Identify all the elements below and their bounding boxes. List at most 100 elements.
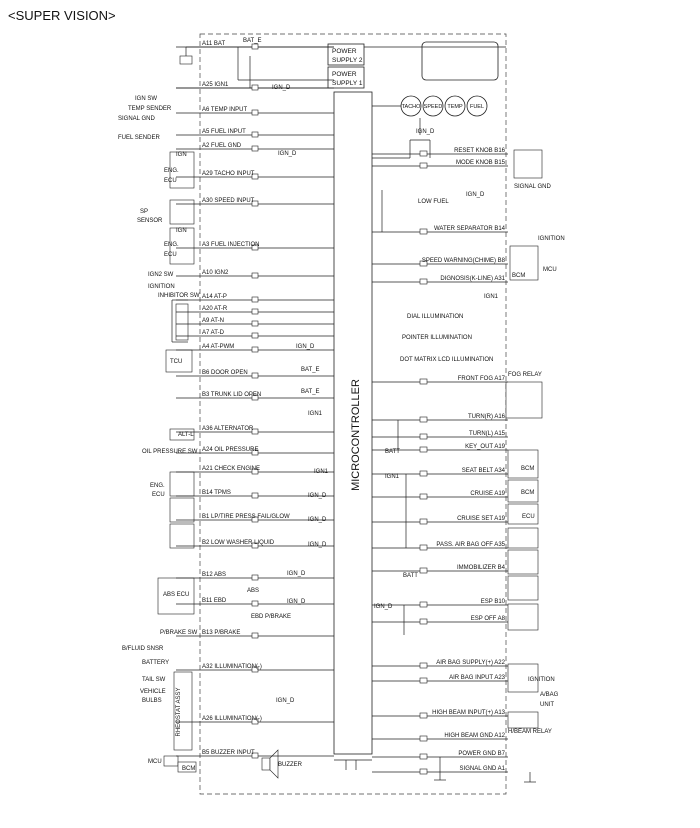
external-label: BATTERY xyxy=(142,660,169,666)
external-label: SIGNAL GND xyxy=(118,116,155,122)
external-label: TAIL SW xyxy=(142,677,166,683)
right-pin-label: MODE KNOB B15 xyxy=(456,160,506,166)
right-pin-component xyxy=(419,446,428,453)
inner-label: IGN_D xyxy=(374,604,393,610)
left-pin-label: A7 AT-D xyxy=(202,330,225,336)
power-supply-2-box xyxy=(327,43,365,66)
left-pin-label: A21 CHECK ENGINE xyxy=(202,466,260,472)
external-label: BATT xyxy=(385,449,400,455)
external-label: BATT xyxy=(403,573,418,579)
left-pin-component xyxy=(251,632,259,639)
inner-label: IGN_D xyxy=(278,151,297,157)
inner-label: IGN1 xyxy=(484,294,499,300)
right-pin-component xyxy=(419,518,428,525)
right-pin-component xyxy=(419,162,428,169)
gauge-speed: SPEED xyxy=(422,95,444,117)
right-pin-label: HIGH BEAM GND A12 xyxy=(444,733,505,739)
left-pin-component xyxy=(251,372,259,379)
left-pin-component xyxy=(251,600,259,607)
power-supply-1-line1: POWER xyxy=(332,71,357,78)
right-pin-component xyxy=(419,544,428,551)
left-box-label: IGN xyxy=(176,228,187,234)
inner-label: IGN1 xyxy=(308,411,323,417)
left-pin-component xyxy=(251,43,259,50)
right-pin-component xyxy=(419,735,428,742)
gauge-label-tacho: TACHO xyxy=(402,104,422,110)
inner-label: BAT_E xyxy=(243,38,262,44)
right-pin-label: AIR BAG SUPPLY(+) A22 xyxy=(436,660,505,666)
left-box-label: IGN xyxy=(176,152,187,158)
right-pin-label: SEAT BELT A34 xyxy=(462,468,506,474)
right-pin-label: DIGNOSIS(K-LINE) A31 xyxy=(440,276,505,282)
external-label: MCU xyxy=(543,267,557,273)
left-pin-label: B11 EBD xyxy=(202,598,227,604)
left-pin-component xyxy=(251,320,259,327)
right-pin-label: AIR BAG INPUT A23 xyxy=(449,675,506,681)
power-supply-2-line2: SUPPLY 2 xyxy=(332,57,363,64)
left-pin-component xyxy=(251,84,259,91)
display-box xyxy=(421,41,499,81)
external-label: INHIBITOR SW xyxy=(158,293,200,299)
gauge-temp: TEMP xyxy=(444,95,466,117)
cluster-boundary xyxy=(199,33,507,795)
left-pin-component xyxy=(251,516,259,523)
external-label: IGNITION xyxy=(148,284,175,290)
left-pin-component xyxy=(251,752,259,759)
inner-label: DIAL ILLUMINATION xyxy=(407,314,463,320)
left-pin-label: A29 TACHO INPUT xyxy=(202,171,255,177)
left-pin-label: B12 ABS xyxy=(202,572,226,578)
left-pin-label: A6 TEMP INPUT xyxy=(202,107,247,113)
external-label: H/BEAM RELAY xyxy=(508,729,552,735)
right-pin-component xyxy=(419,493,428,500)
left-pin-label: A9 AT-N xyxy=(202,318,224,324)
left-pin-component xyxy=(251,296,259,303)
page-title: <SUPER VISION> xyxy=(8,8,116,23)
right-pin-label: FRONT FOG A17 xyxy=(458,376,506,382)
left-box-label: ENG. xyxy=(150,483,165,489)
left-pin-component xyxy=(251,346,259,353)
right-pin-component xyxy=(419,618,428,625)
left-pin-component xyxy=(251,468,259,475)
right-box-label: BCM xyxy=(521,466,534,472)
left-pin-label: A5 FUEL INPUT xyxy=(202,129,246,135)
left-pin-component xyxy=(251,131,259,138)
external-label: B/FLUID SNSR xyxy=(122,646,164,652)
left-box-label: TCU xyxy=(170,359,182,365)
inner-label: LOW FUEL xyxy=(418,199,449,205)
external-label: UNIT xyxy=(540,702,554,708)
right-pin-label: CRUISE SET A19 xyxy=(457,516,506,522)
right-pin-component xyxy=(419,433,428,440)
external-label: P/BRAKE SW xyxy=(160,630,198,636)
left-pin-label: A30 SPEED INPUT xyxy=(202,198,255,204)
power-supply-1-box xyxy=(327,66,365,89)
external-label: IGNITION xyxy=(538,236,565,242)
external-label: OIL PRESSURE SW xyxy=(142,449,198,455)
right-pin-label: KEY_OUT A19 xyxy=(465,444,506,450)
microcontroller-box xyxy=(333,91,373,755)
right-pin-label: TURN(L) A15 xyxy=(469,431,506,437)
left-pin-component xyxy=(251,666,259,673)
right-pin-component xyxy=(419,260,428,267)
left-pin-label: A32 ILLUMINATION(-) xyxy=(202,664,262,670)
external-label: FOG RELAY xyxy=(508,372,542,378)
right-pin-component xyxy=(419,662,428,669)
inner-label: IGN_D xyxy=(287,571,306,577)
left-pin-label: A26 ILLUMINATION(-) xyxy=(202,716,262,722)
left-pin-component xyxy=(251,394,259,401)
gauge-label-speed: SPEED xyxy=(424,104,443,110)
left-pin-label: A11 BAT xyxy=(202,41,225,47)
inner-label: EBD P/BRAKE xyxy=(251,614,291,620)
left-pin-label: A10 IGN2 xyxy=(202,270,229,276)
left-pin-label: B2 LOW WASHER LIQUID xyxy=(202,540,275,546)
right-pin-label: RESET KNOB B16 xyxy=(454,148,506,154)
right-pin-component xyxy=(419,416,428,423)
inner-label: BUZZER xyxy=(278,762,303,768)
left-pin-component xyxy=(251,428,259,435)
left-box-label: ABS ECU xyxy=(163,592,189,598)
right-box-label: BCM xyxy=(512,273,525,279)
inner-label: ABS xyxy=(247,588,259,594)
inner-label: BAT_E xyxy=(301,389,320,395)
